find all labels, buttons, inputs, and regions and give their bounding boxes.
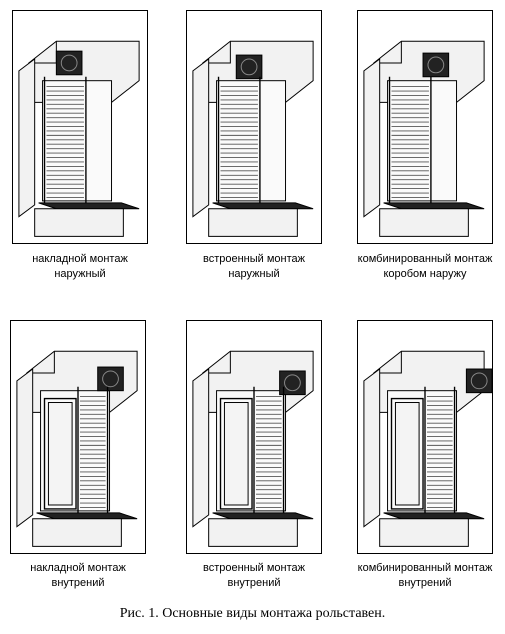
diagram-builtin-inner [192, 350, 314, 547]
window-sill [36, 512, 138, 520]
shutter-roll [470, 372, 488, 390]
shutter-roll [60, 54, 78, 72]
caption-line2: наружный [228, 268, 280, 280]
wall-lower [208, 208, 298, 237]
caption-surface-outer: накладной монтаж наружный [0, 252, 165, 282]
window-frame [43, 397, 77, 510]
wall-edge [26, 351, 55, 374]
caption-builtin-outer: встроенный монтаж наружный [169, 252, 339, 282]
shutter-box [422, 52, 450, 78]
wall-edge [373, 351, 402, 374]
wall-lower [379, 208, 469, 237]
wall-jamb [192, 368, 210, 528]
window-sill [38, 202, 140, 210]
caption-combined-outer: комбинированный монтаж коробом наружу [340, 252, 505, 282]
caption-surface-inner: накладной монтаж внутрений [0, 561, 163, 591]
panel-builtin-outer [186, 10, 322, 244]
caption-line2: наружный [54, 268, 106, 280]
wall-jamb [192, 58, 210, 218]
window-opening [216, 80, 287, 202]
shutter-box [55, 50, 83, 76]
caption-line1: комбинированный монтаж [357, 562, 493, 574]
caption-line1: накладной монтаж [30, 562, 126, 574]
wall-edge [373, 41, 402, 64]
window-sill [383, 512, 485, 520]
panel-surface-outer [12, 10, 148, 244]
figure-caption: Рис. 1. Основные виды монтажа рольставен… [119, 606, 386, 621]
shutter-box [235, 54, 263, 80]
panel-combined-inner [357, 320, 493, 554]
diagram-combined-outer [363, 40, 485, 237]
caption-line2: внутрений [51, 577, 105, 589]
shutter-roll [427, 56, 445, 74]
caption-combined-inner: комбинированный монтаж внутрений [340, 561, 505, 591]
window-glass [394, 402, 420, 506]
diagram-combined-inner [363, 350, 492, 547]
wall-jamb [18, 58, 36, 218]
window-opening [42, 80, 113, 202]
window-sill [212, 512, 314, 520]
diagram-surface-inner [16, 350, 138, 547]
shutter-roll [240, 58, 258, 76]
wall-lower [208, 518, 298, 547]
shutter-roll [284, 374, 301, 392]
panel-combined-outer [357, 10, 493, 244]
diagram-surface-outer [18, 40, 140, 237]
window-sill [383, 202, 485, 210]
shutter-box [97, 366, 124, 392]
window-frame [219, 397, 253, 510]
caption-line2: коробом наружу [383, 268, 467, 280]
shutter-box [465, 368, 492, 394]
caption-line1: накладной монтаж [32, 253, 128, 265]
wall-jamb [363, 58, 381, 218]
wall-lower [34, 208, 124, 237]
wall-edge [202, 351, 231, 374]
window-sill [212, 202, 314, 210]
diagram-builtin-outer [192, 40, 314, 237]
wall-jamb [363, 368, 381, 528]
panel-builtin-inner [186, 320, 322, 554]
panel-surface-inner [10, 320, 146, 554]
caption-line1: комбинированный монтаж [357, 253, 493, 265]
wall-lower [379, 518, 469, 547]
window-opening [387, 80, 458, 202]
wall-edge [202, 41, 231, 64]
caption-line2: внутрений [227, 577, 281, 589]
window-glass [223, 402, 249, 506]
wall-lower [32, 518, 122, 547]
window-glass [47, 402, 73, 506]
caption-line2: внутрений [398, 577, 452, 589]
caption-builtin-inner: встроенный монтаж внутрений [169, 561, 339, 591]
shutter-roll [102, 370, 119, 388]
window-frame [390, 397, 424, 510]
shutter-box [279, 370, 306, 396]
caption-line1: встроенный монтаж [202, 253, 305, 265]
caption-line1: встроенный монтаж [202, 562, 305, 574]
wall-jamb [16, 368, 34, 528]
